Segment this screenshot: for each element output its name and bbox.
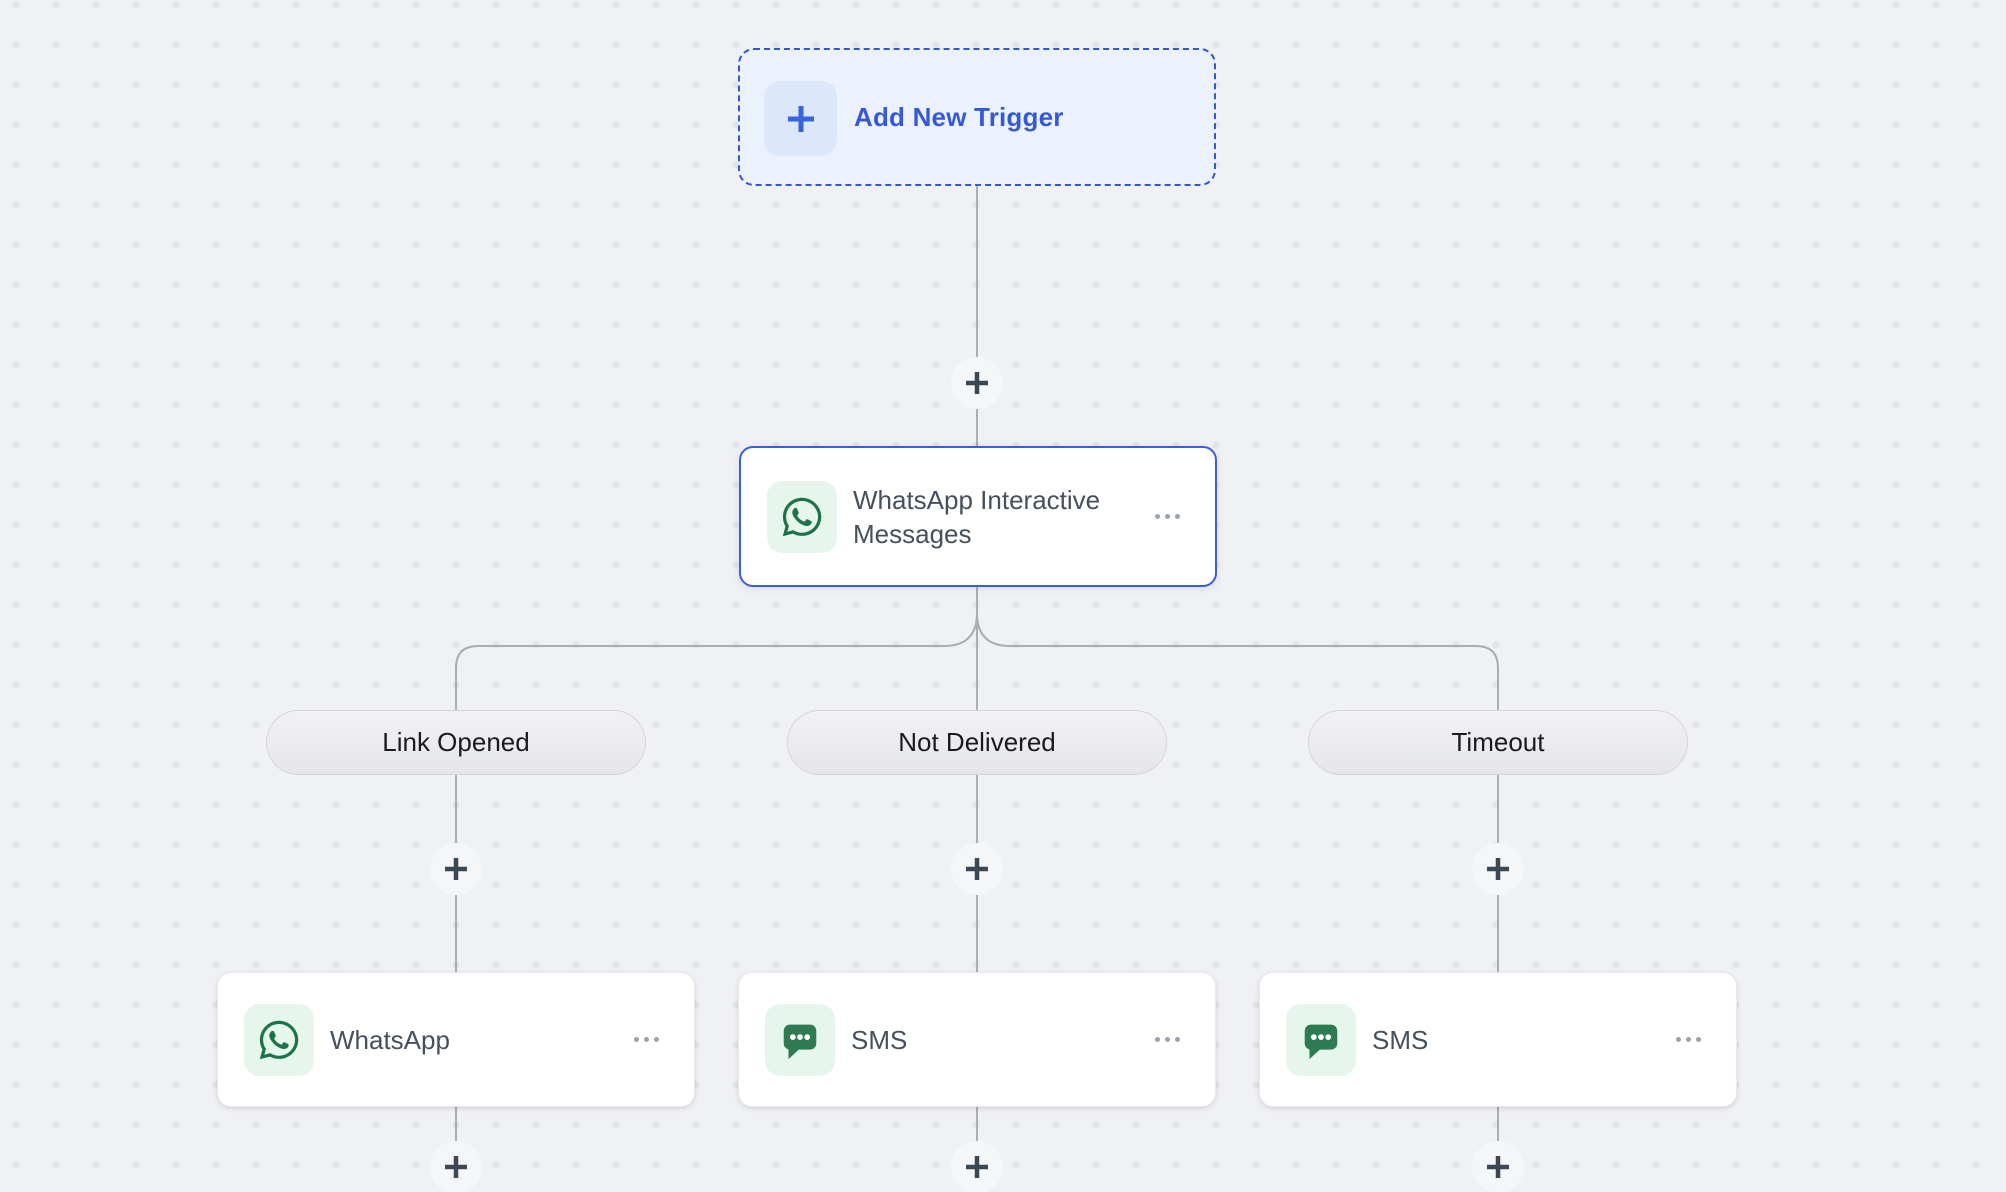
whatsapp-icon bbox=[767, 480, 837, 553]
branch-pill-timeout[interactable]: Timeout bbox=[1308, 710, 1688, 775]
whatsapp-icon bbox=[244, 1003, 314, 1076]
ellipsis-menu-icon[interactable] bbox=[624, 1022, 668, 1058]
node-title: WhatsApp bbox=[330, 1024, 450, 1055]
node-title: SMS bbox=[851, 1024, 908, 1055]
node-whatsapp[interactable]: WhatsApp bbox=[217, 972, 695, 1107]
node-title: WhatsApp Interactive Messages bbox=[853, 484, 1101, 549]
node-title: SMS bbox=[1372, 1024, 1429, 1055]
node-sms-2[interactable]: SMS bbox=[1259, 972, 1737, 1107]
branch-pill-link-opened[interactable]: Link Opened bbox=[266, 710, 646, 775]
add-step-plus-icon[interactable] bbox=[430, 843, 482, 895]
plus-icon bbox=[764, 81, 837, 156]
ellipsis-menu-icon[interactable] bbox=[1145, 499, 1189, 535]
node-sms-1[interactable]: SMS bbox=[738, 972, 1216, 1107]
node-whatsapp-interactive-messages[interactable]: WhatsApp Interactive Messages bbox=[739, 446, 1217, 587]
add-step-plus-icon[interactable] bbox=[951, 843, 1003, 895]
branch-label: Timeout bbox=[1451, 727, 1545, 757]
add-step-plus-icon[interactable] bbox=[951, 1141, 1003, 1192]
ellipsis-menu-icon[interactable] bbox=[1666, 1022, 1710, 1058]
trigger-label: Add New Trigger bbox=[854, 101, 1064, 132]
add-step-plus-icon[interactable] bbox=[1472, 843, 1524, 895]
sms-icon bbox=[1286, 1003, 1356, 1076]
add-step-plus-icon[interactable] bbox=[951, 357, 1003, 409]
branch-label: Not Delivered bbox=[898, 727, 1056, 757]
branch-pill-not-delivered[interactable]: Not Delivered bbox=[787, 710, 1167, 775]
sms-icon bbox=[765, 1003, 835, 1076]
add-step-plus-icon[interactable] bbox=[1472, 1141, 1524, 1192]
add-step-plus-icon[interactable] bbox=[430, 1141, 482, 1192]
branch-label: Link Opened bbox=[382, 727, 530, 757]
ellipsis-menu-icon[interactable] bbox=[1145, 1022, 1189, 1058]
add-new-trigger-button[interactable]: Add New Trigger bbox=[738, 48, 1216, 186]
